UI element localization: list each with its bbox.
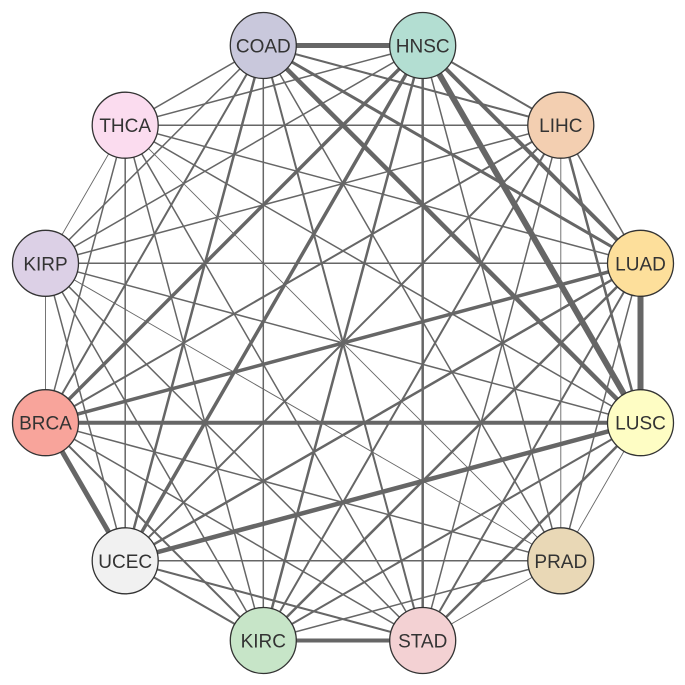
node-stad[interactable]: STAD xyxy=(389,606,457,675)
edge-lusc-thca xyxy=(124,124,641,424)
node-circle[interactable] xyxy=(389,606,457,675)
edge-lihc-brca xyxy=(45,124,562,424)
node-kirc[interactable]: KIRC xyxy=(229,606,297,675)
node-label: BRCA xyxy=(19,414,72,435)
node-thca[interactable]: THCA xyxy=(91,91,159,159)
edge-prad-brca xyxy=(45,421,561,562)
node-ucec[interactable]: UCEC xyxy=(91,527,159,595)
edge-ucec-kirp xyxy=(44,263,126,561)
edge-luad-ucec xyxy=(124,262,642,562)
node-circle[interactable] xyxy=(606,229,675,297)
edge-prad-thca xyxy=(124,124,562,562)
node-circle[interactable] xyxy=(527,91,595,159)
node-brca[interactable]: BRCA xyxy=(11,389,80,457)
nodes: COAD HNSC LIHC LUAD LUSC PRAD STAD KIRC UCEC BRCA… xyxy=(11,11,675,675)
node-kirp[interactable]: KIRP xyxy=(11,229,80,297)
node-label: HNSC xyxy=(396,37,450,58)
edge-stad-thca xyxy=(124,124,424,641)
edge-stad-ucec xyxy=(124,559,423,642)
node-lihc[interactable]: LIHC xyxy=(527,91,595,159)
node-circle[interactable] xyxy=(229,11,297,80)
node-label: UCEC xyxy=(98,552,152,573)
node-label: KIRP xyxy=(23,254,67,275)
node-coad[interactable]: COAD xyxy=(229,11,297,80)
edge-brca-thca xyxy=(44,125,126,423)
node-circle[interactable] xyxy=(389,11,457,80)
edge-lihc-kirp xyxy=(45,124,561,265)
edge-hnsc-ucec xyxy=(123,44,425,562)
edge-kirc-thca xyxy=(124,125,265,641)
edge-lihc-kirc xyxy=(262,124,562,641)
node-circle[interactable] xyxy=(229,606,297,675)
node-label: KIRC xyxy=(241,632,286,653)
node-label: THCA xyxy=(99,116,151,137)
node-label: LIHC xyxy=(539,116,582,137)
node-circle[interactable] xyxy=(606,389,675,457)
node-luad[interactable]: LUAD xyxy=(606,229,675,297)
node-label: PRAD xyxy=(534,552,587,573)
node-circle[interactable] xyxy=(11,229,80,297)
edge-stad-kirp xyxy=(44,262,424,642)
node-label: LUAD xyxy=(615,254,666,275)
node-label: COAD xyxy=(236,37,291,58)
node-circle[interactable] xyxy=(91,527,159,595)
edge-hnsc-thca xyxy=(125,44,423,126)
edge-luad-thca xyxy=(125,124,641,265)
edge-prad-kirc xyxy=(263,560,561,642)
node-hnsc[interactable]: HNSC xyxy=(389,11,457,80)
node-circle[interactable] xyxy=(527,527,595,595)
edge-prad-kirp xyxy=(45,262,562,562)
node-circle[interactable] xyxy=(91,91,159,159)
edge-kirc-brca xyxy=(44,421,265,642)
edge-kirc-kirp xyxy=(44,262,264,641)
node-label: LUSC xyxy=(615,414,666,435)
edge-lusc-ucec xyxy=(124,420,642,563)
node-lusc[interactable]: LUSC xyxy=(606,389,675,457)
node-prad[interactable]: PRAD xyxy=(527,527,595,595)
edge-coad-prad xyxy=(262,45,562,562)
node-label: STAD xyxy=(398,632,447,653)
node-circle[interactable] xyxy=(11,389,80,457)
